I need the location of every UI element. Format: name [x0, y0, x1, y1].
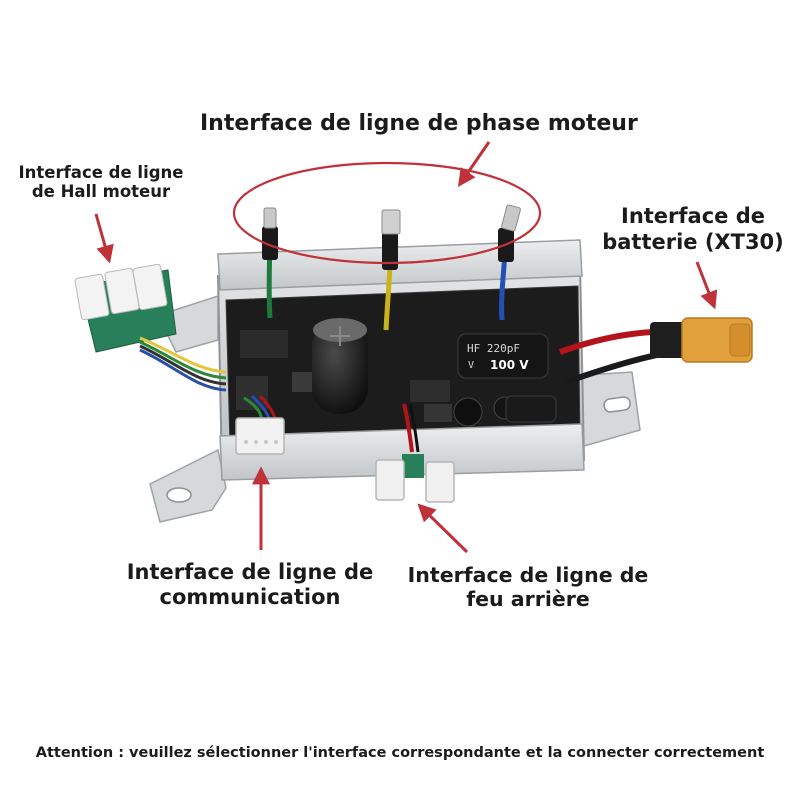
controller-housing [216, 239, 586, 481]
label-tail-light-interface: Interface de ligne de feu arrière [400, 563, 656, 611]
label-phase-interface: Interface de ligne de phase moteur [200, 111, 638, 137]
arrow-battery [695, 261, 718, 310]
phase-highlight-ellipse [232, 161, 542, 265]
capacitor-voltage: 100 V [490, 358, 529, 372]
pcb-components: HF 220pF V 100 V [236, 318, 557, 427]
capacitor-large [312, 318, 368, 414]
label-battery-interface: Interface de batterie (XT30) [598, 204, 788, 255]
arrow-phase [457, 141, 491, 187]
phase-terminal-green [263, 207, 277, 229]
capacitor-letter: V [468, 360, 474, 371]
footer-notice: Attention : veuillez sélectionner l'inte… [35, 745, 765, 761]
phase-sleeve-green [262, 226, 278, 260]
label-communication-line-1: Interface de ligne de [126, 560, 374, 584]
phase-terminal-blue [501, 204, 521, 232]
arrow-hall [94, 213, 114, 264]
phase-sleeve-yellow [382, 232, 398, 270]
phase-terminal-yellow [381, 209, 401, 235]
annotation-overlay [94, 141, 718, 554]
label-communication-line-2: communication [159, 584, 341, 609]
communication-connector [235, 394, 285, 455]
mounting-bracket [148, 294, 641, 523]
phase-wires [262, 204, 521, 331]
battery-connector [558, 317, 753, 385]
label-hall-line-1: Interface de ligne [18, 163, 184, 182]
label-battery-line-2: batterie (XT30) [602, 229, 784, 254]
label-tail-light-line-2: feu arrière [466, 587, 590, 612]
capacitor-marking: HF 220pF [467, 342, 520, 355]
hall-connector [74, 263, 227, 392]
label-battery-line-1: Interface de [621, 204, 765, 228]
label-hall-line-2: de Hall moteur [31, 182, 171, 202]
label-hall-interface: Interface de ligne de Hall moteur [6, 163, 196, 202]
label-phase-line: Interface de ligne de phase moteur [200, 111, 638, 136]
capacitor-horizontal: HF 220pF V 100 V [457, 333, 549, 379]
label-communication-interface: Interface de ligne de communication [118, 560, 382, 610]
label-tail-light-line-1: Interface de ligne de [407, 563, 649, 587]
arrow-tail-light [417, 503, 469, 554]
tail-light-connector [375, 403, 455, 503]
